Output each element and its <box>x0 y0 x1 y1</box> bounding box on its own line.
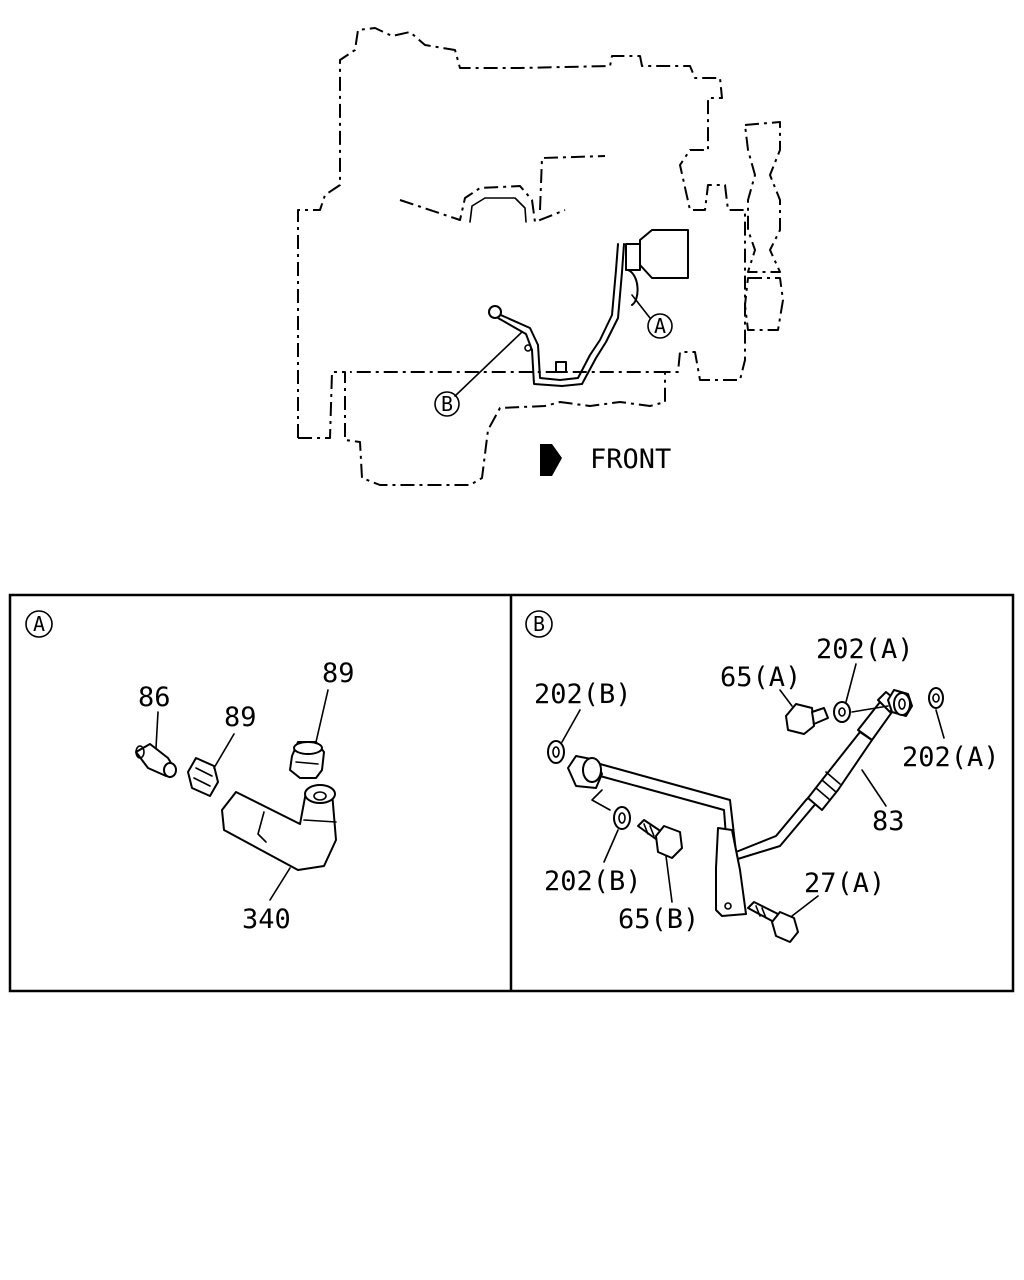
intake-outline <box>539 155 606 211</box>
leader-65b <box>665 855 673 903</box>
label-65a: 65(A) <box>720 662 801 693</box>
part-340-elbow-hose <box>221 784 337 871</box>
label-89-right: 89 <box>322 658 355 689</box>
leader-89-right <box>315 689 329 743</box>
bolt-65a <box>785 703 829 735</box>
washer-202b-top <box>547 740 565 764</box>
fan-blade-lower <box>744 277 784 331</box>
label-86: 86 <box>138 682 171 713</box>
detail-b-tag-circle <box>525 610 553 638</box>
front-arrow-icon <box>540 444 562 476</box>
label-340: 340 <box>242 904 291 935</box>
pipe-bracket <box>715 827 747 917</box>
leader-b <box>454 331 523 397</box>
fan-blade-upper <box>744 121 781 273</box>
part-89-clip-right <box>289 741 325 779</box>
leader-202a-top <box>845 663 857 703</box>
turbo-housing <box>639 229 689 279</box>
label-27a: 27(A) <box>804 868 885 899</box>
callout-b-text: B <box>441 392 453 416</box>
washer-202b-bottom <box>613 806 631 830</box>
oil-pan-outline <box>298 371 666 486</box>
bolt-65b <box>637 819 683 859</box>
head-cover-outline <box>399 185 566 223</box>
alignment-line <box>851 705 889 713</box>
leader-202b-top <box>561 709 581 743</box>
callout-b-circle <box>434 391 460 417</box>
front-label: FRONT <box>590 444 671 475</box>
part-86-union <box>135 743 177 778</box>
label-202a-right: 202(A) <box>902 742 1000 773</box>
label-202b-bottom: 202(B) <box>544 866 642 897</box>
label-83: 83 <box>872 806 905 837</box>
bracket <box>555 361 567 373</box>
detail-a-tag: A <box>33 612 45 636</box>
detail-a-tag-circle <box>25 610 53 638</box>
detail-b-tag: B <box>533 612 545 636</box>
oil-pipe-inner <box>599 775 827 863</box>
label-202b-top: 202(B) <box>534 679 632 710</box>
label-65b: 65(B) <box>618 904 699 935</box>
hose-a <box>627 269 639 306</box>
detail-a: A 86 89 89 <box>25 610 355 935</box>
banjo-fitting <box>488 305 502 319</box>
turbo-flange <box>625 243 641 271</box>
washer-202a-top <box>833 701 851 723</box>
part-89-clip-left <box>187 757 219 797</box>
washer-202a-right <box>928 687 944 709</box>
clip-point <box>524 344 532 352</box>
engine-block-outline <box>297 27 746 438</box>
leader-86 <box>155 711 159 749</box>
leader-a <box>631 294 651 319</box>
callout-a-text: A <box>654 314 666 338</box>
pipe-notch <box>591 789 611 811</box>
pipe-run <box>493 243 619 381</box>
leader-89-left <box>213 733 235 769</box>
engine-overview: A B FRONT <box>297 27 784 486</box>
callout-a-circle <box>647 313 673 339</box>
head-cover-inner <box>469 197 527 223</box>
label-89-left: 89 <box>224 702 257 733</box>
leader-340 <box>269 867 291 901</box>
oil-pipe <box>599 763 823 853</box>
pipe-run-inner <box>497 243 625 387</box>
leader-202a-right <box>935 709 945 739</box>
bolt-27a <box>747 901 799 943</box>
label-202a-top: 202(A) <box>816 634 914 665</box>
leader-65a <box>779 689 793 707</box>
leader-202b-bottom <box>603 829 619 863</box>
leader-83 <box>861 769 887 807</box>
detail-b: B 202(B) 83 202(A) <box>525 610 1000 943</box>
leader-27a <box>791 895 819 917</box>
